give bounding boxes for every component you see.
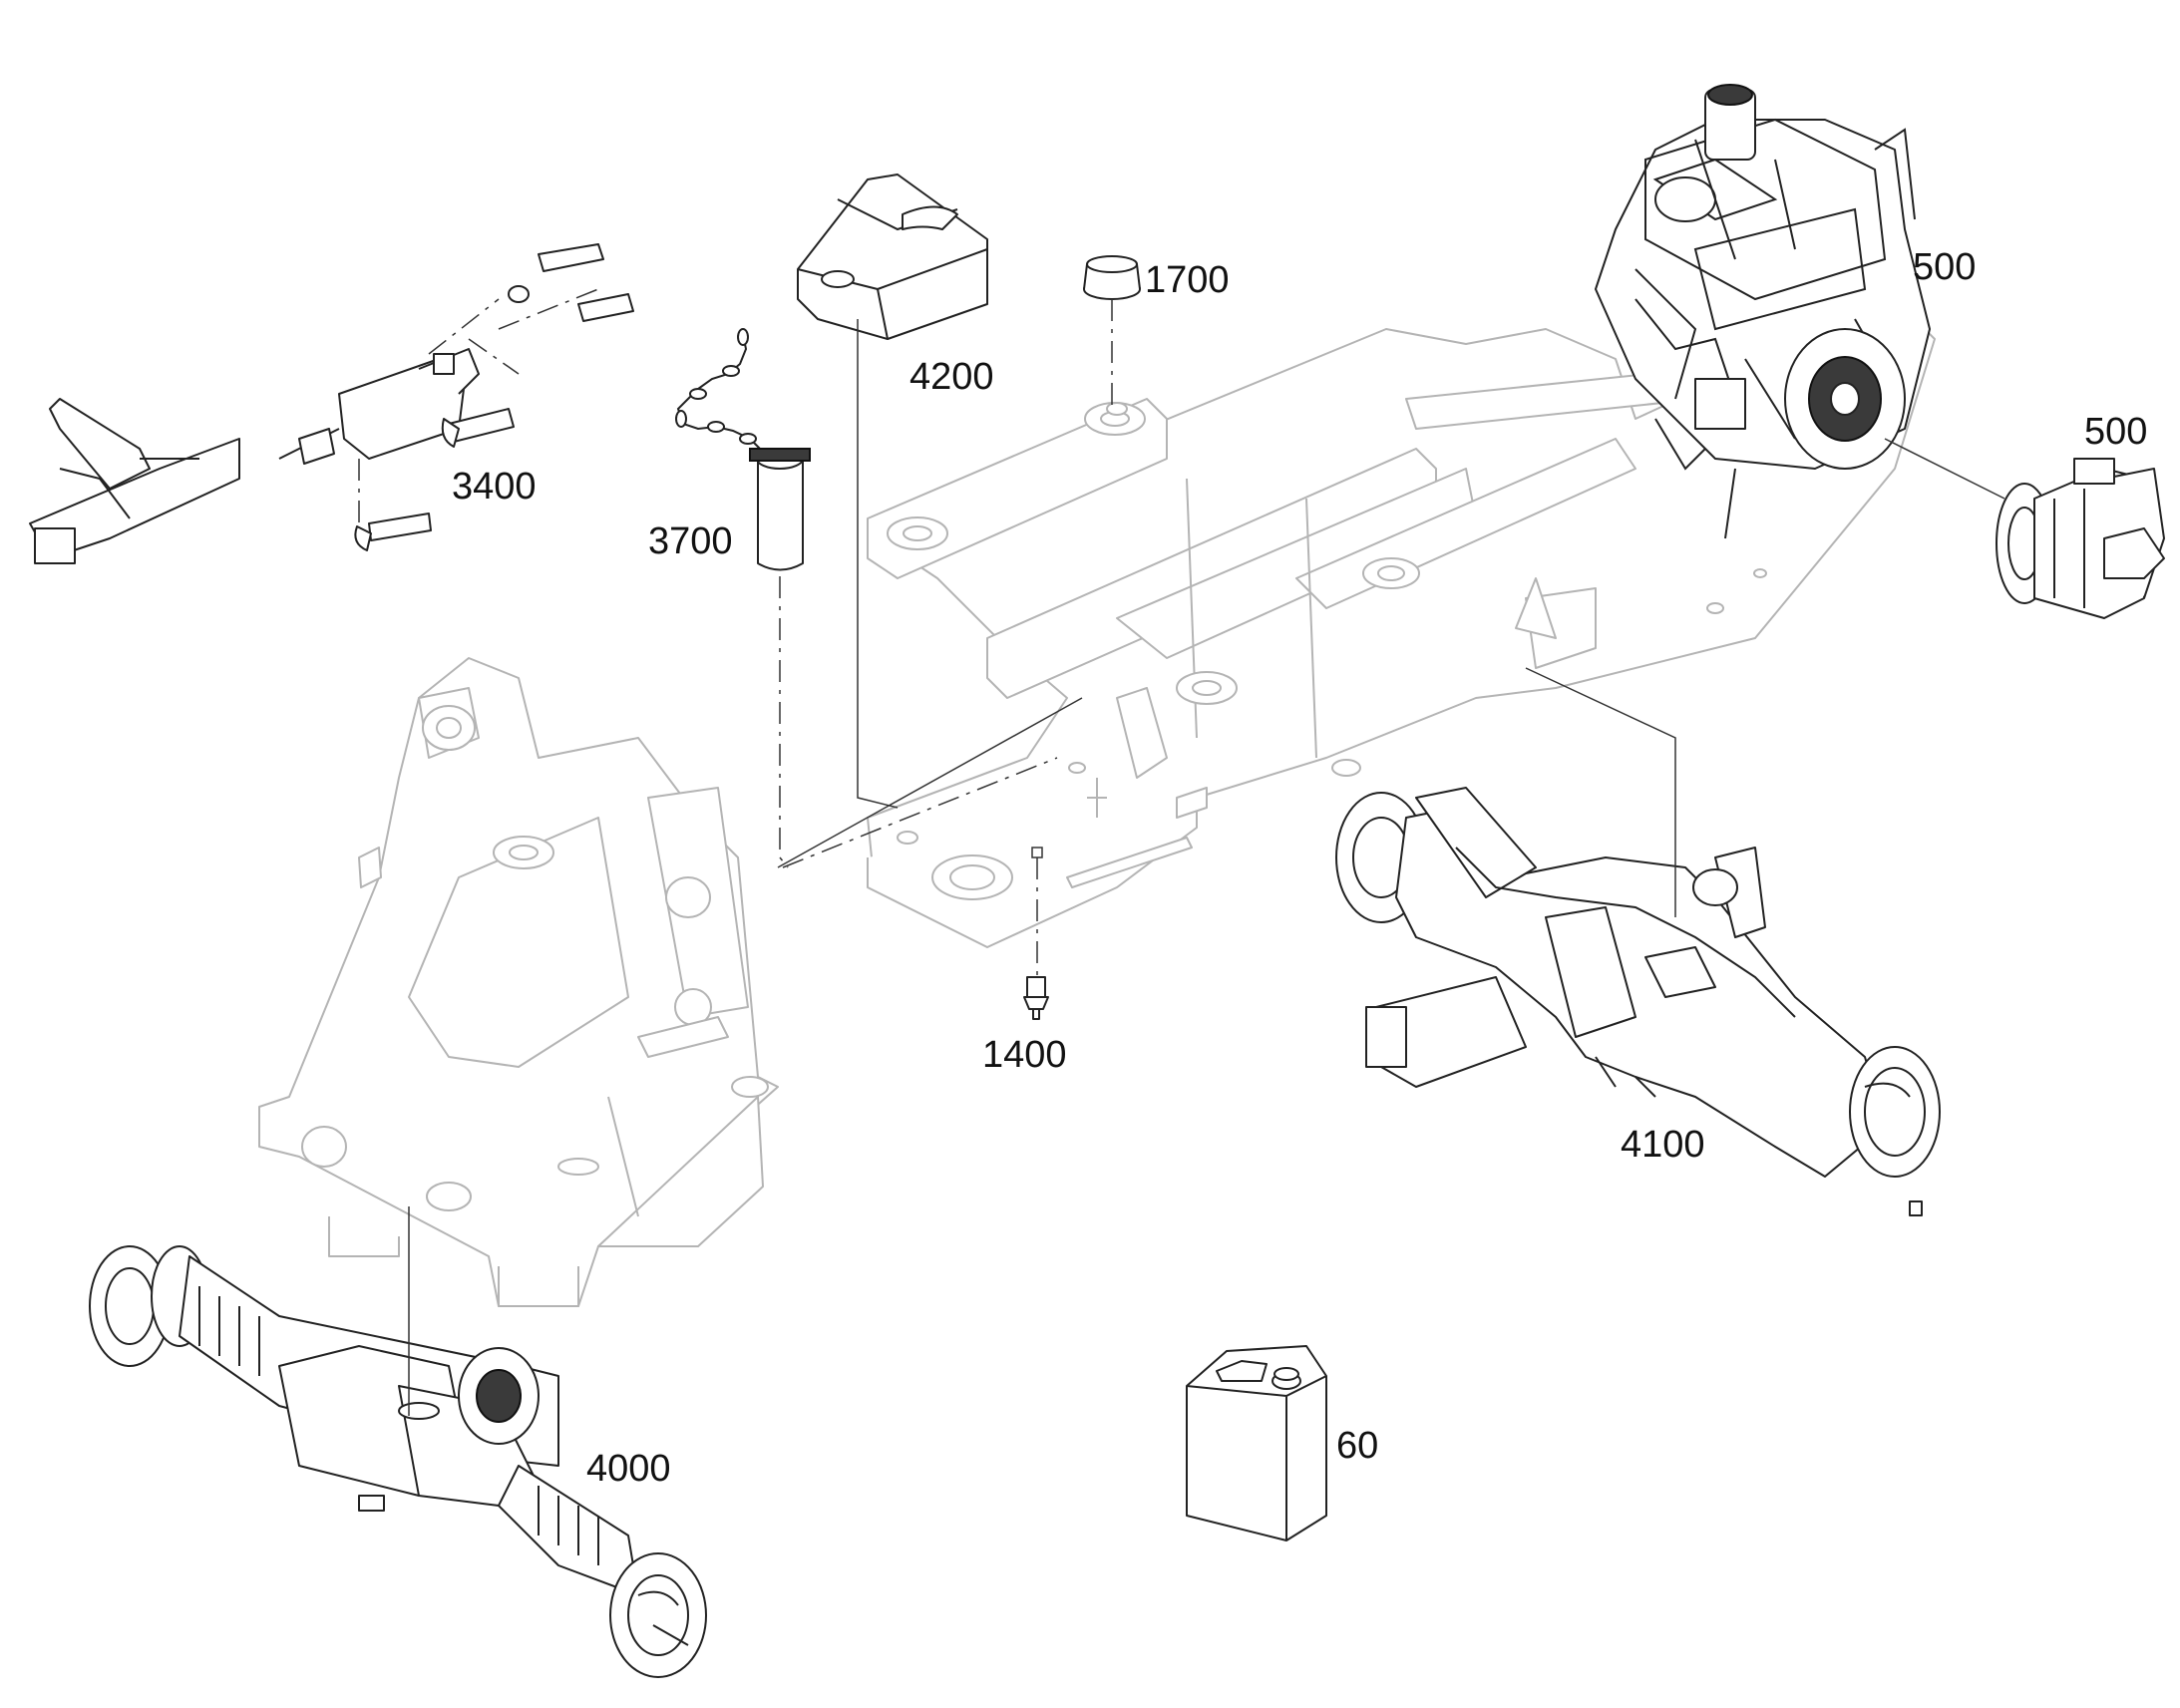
callout-4000: 4000 [586,1448,671,1490]
oil-jerrycan [1186,1345,1327,1541]
rear-axle [1335,787,1941,1216]
callout-1700: 1700 [1145,259,1230,301]
callout-3700: 3700 [648,520,733,562]
callout-4100: 4100 [1621,1124,1705,1166]
control-linkage [29,243,634,564]
callout-3400: 3400 [452,466,537,508]
callout-500-pump: 500 [2084,411,2147,453]
engine-assembly [1595,84,1931,539]
mounting-bracket [797,173,988,340]
safety-pin-with-chain [675,328,811,571]
front-axle [89,1245,707,1678]
callout-labels: 500 500 1700 4200 3400 3700 1400 4100 40… [452,246,2147,1490]
callout-4200: 4200 [909,356,994,398]
leader-lines [408,299,2005,1416]
hex-bolt [1023,976,1049,1020]
boom-support-frame [258,657,779,1307]
chassis-frame [867,298,1936,948]
rubber-stopper [1083,255,1141,300]
callout-1400: 1400 [982,1034,1067,1076]
hydraulic-pump [1996,458,2165,619]
callout-60: 60 [1336,1425,1378,1467]
callout-500-engine: 500 [1913,246,1976,288]
